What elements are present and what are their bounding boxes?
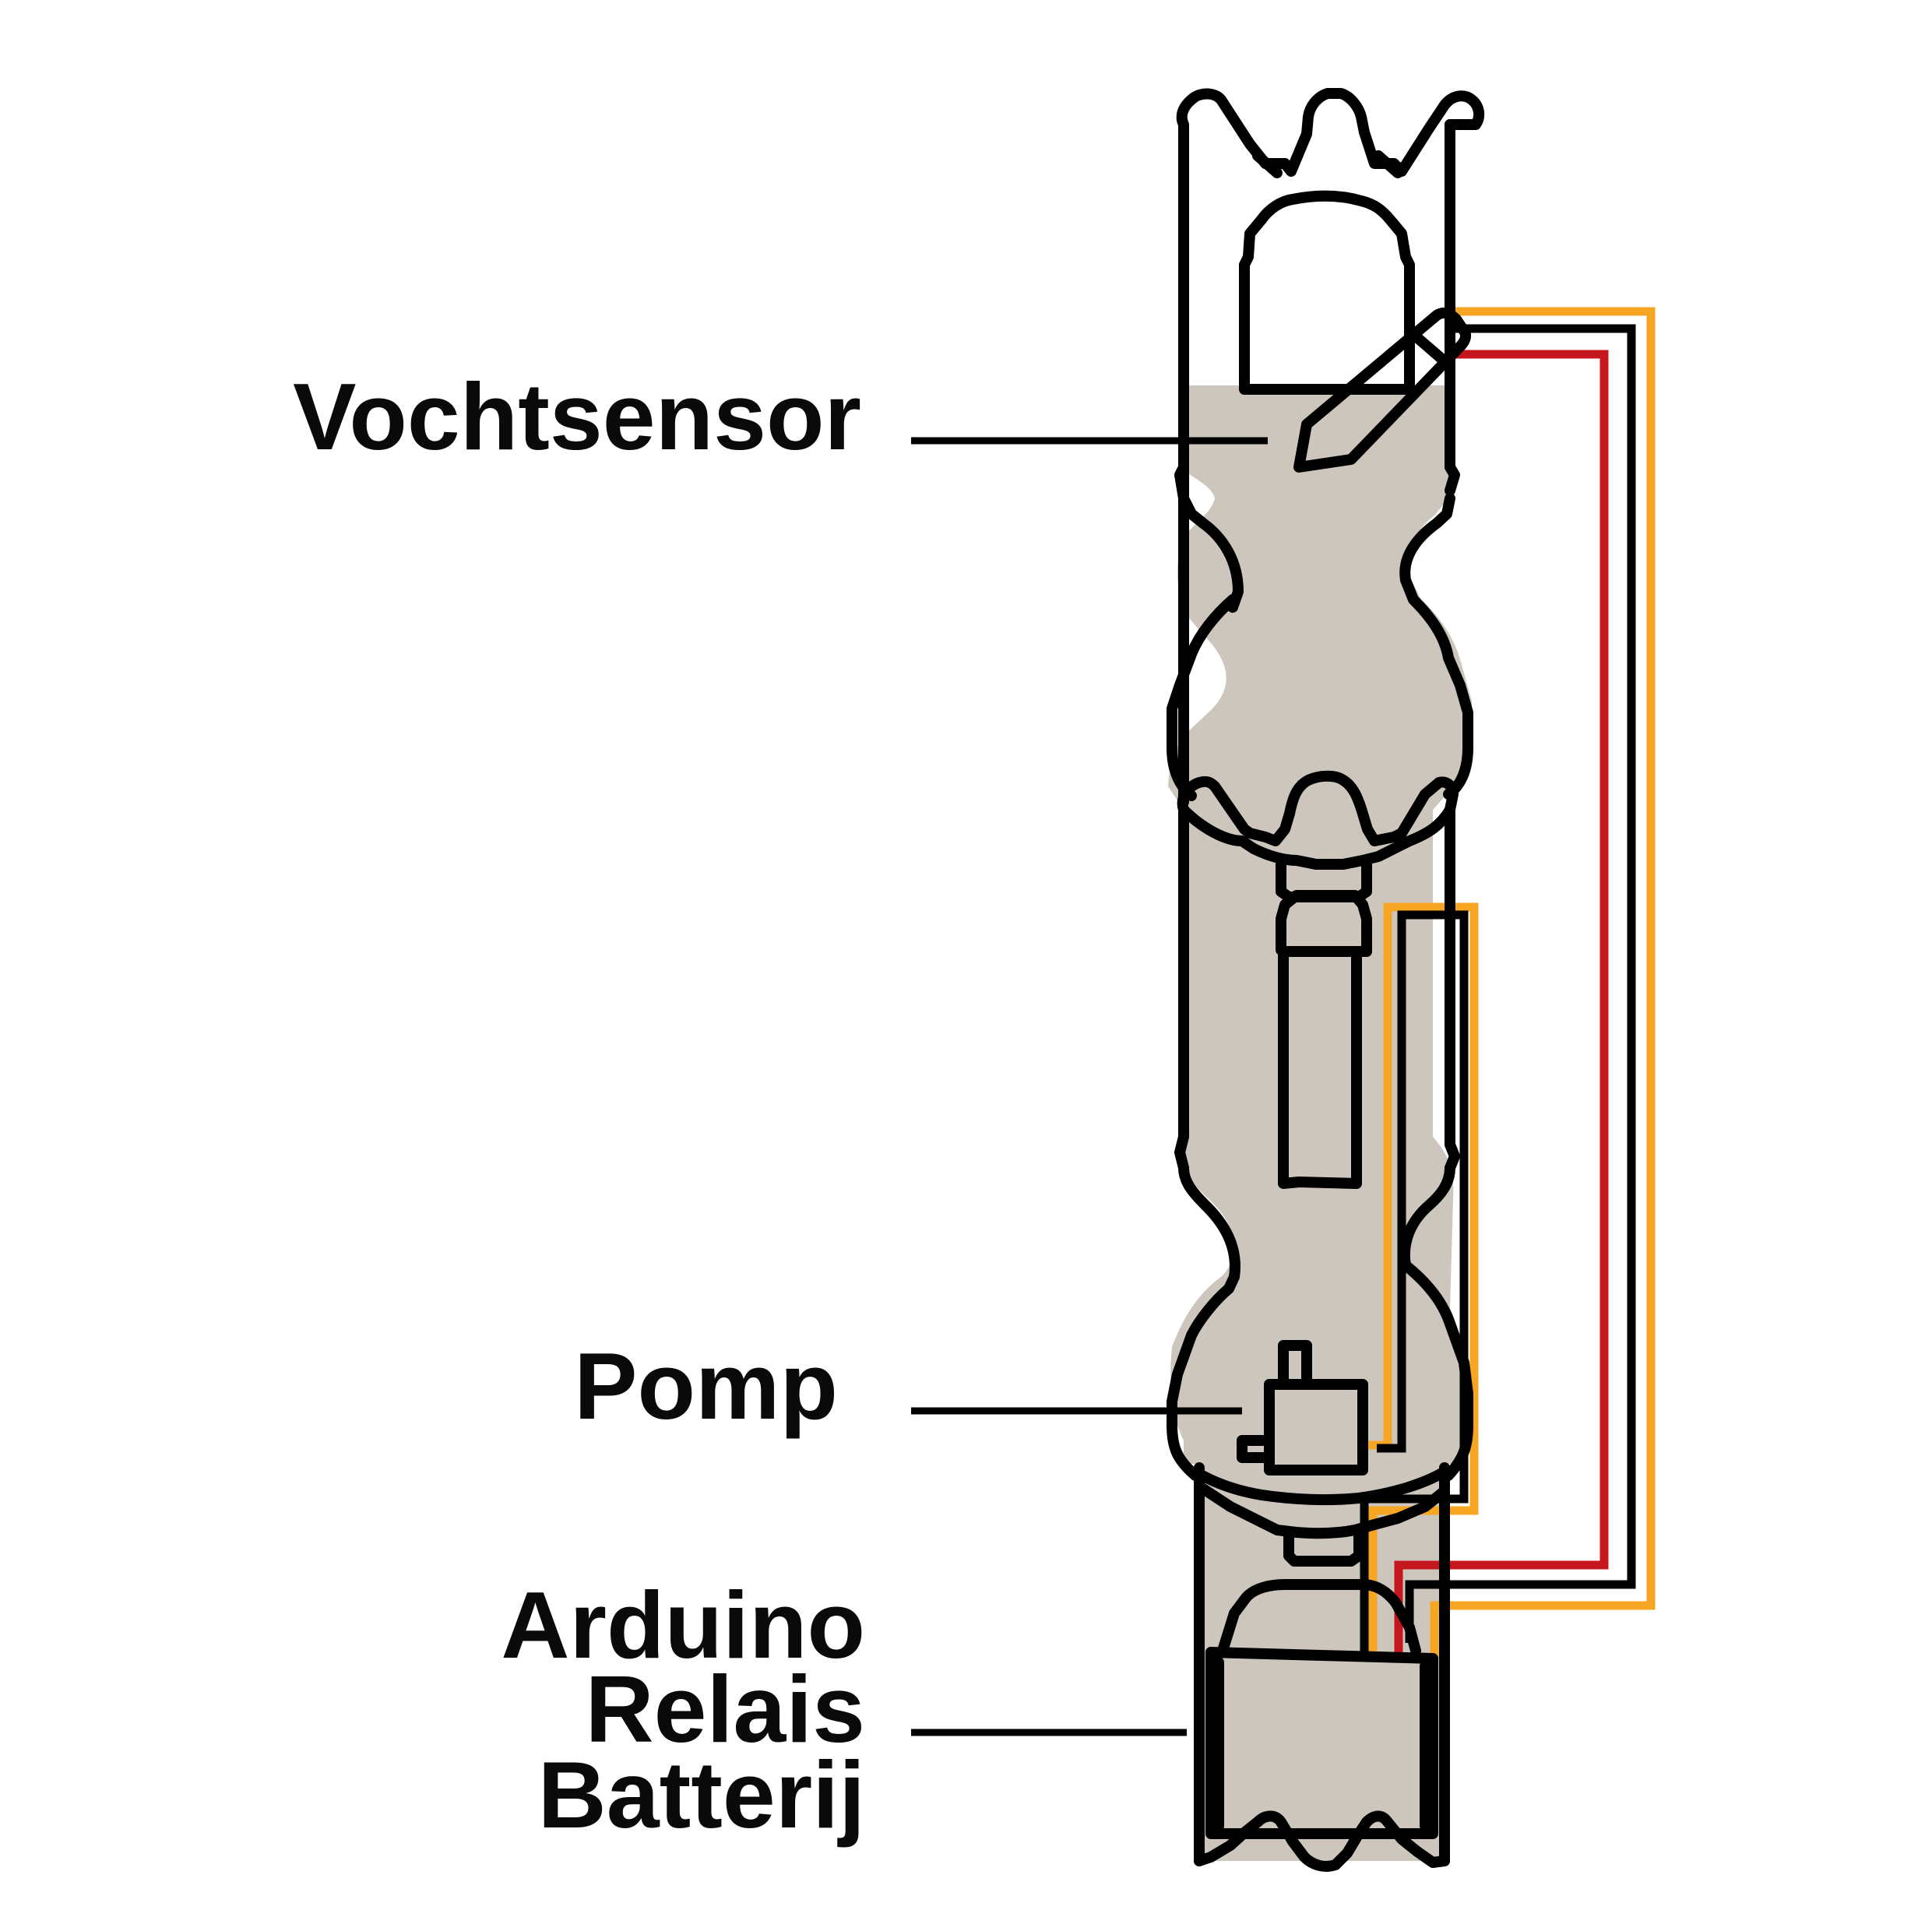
inner-arch bbox=[1239, 190, 1415, 395]
moisture-sensor-icon bbox=[1293, 308, 1472, 473]
leader-lines bbox=[911, 437, 1268, 1736]
pump-icon bbox=[1264, 1379, 1368, 1476]
right-upper-bulge bbox=[1399, 493, 1473, 800]
left-lower-bulge bbox=[1167, 1162, 1240, 1481]
pump-inlet bbox=[1237, 1435, 1275, 1463]
black-wire-sensor bbox=[1405, 324, 1636, 1643]
water-fill-lower bbox=[1199, 1464, 1445, 1861]
red-wire-sensor bbox=[1394, 350, 1609, 1657]
wiring bbox=[1360, 307, 1656, 1658]
middle-band bbox=[1177, 770, 1459, 846]
sensor-head-line bbox=[1404, 325, 1455, 371]
label-moisture-sensor: Vochtsensor bbox=[293, 364, 861, 470]
water-fill-upper bbox=[1168, 385, 1472, 1464]
inner-tube bbox=[1276, 890, 1372, 1189]
lower-band bbox=[1195, 1482, 1450, 1539]
right-lower-bulge bbox=[1399, 1162, 1473, 1481]
left-upper-bulge bbox=[1167, 431, 1244, 801]
middle-band-lower bbox=[1178, 804, 1455, 870]
pump-base-ring bbox=[1190, 1466, 1450, 1506]
cap-inner-line-right bbox=[1373, 150, 1403, 178]
label-arduino: Arduino bbox=[501, 1572, 865, 1678]
orange-wire-sensor bbox=[1430, 307, 1656, 1658]
left-wall-middle bbox=[1174, 804, 1189, 1173]
bottom-foot bbox=[1194, 1810, 1450, 1872]
bottle-outline bbox=[1167, 88, 1485, 1872]
label-pump: Pomp bbox=[574, 1333, 838, 1439]
electronics-box bbox=[1205, 1647, 1438, 1839]
pump-outlet bbox=[1278, 1340, 1312, 1390]
right-wall bbox=[1445, 119, 1460, 496]
bottom-neck bbox=[1283, 1527, 1364, 1567]
right-wall-middle bbox=[1445, 804, 1460, 1173]
cap-inner-line-left bbox=[1252, 150, 1283, 178]
top-cap bbox=[1176, 88, 1485, 807]
label-batterij: Batterij bbox=[537, 1742, 865, 1848]
bottom-dome bbox=[1217, 1579, 1421, 1656]
label-relais: Relais bbox=[585, 1656, 865, 1762]
bottle-fill bbox=[1168, 385, 1472, 1861]
